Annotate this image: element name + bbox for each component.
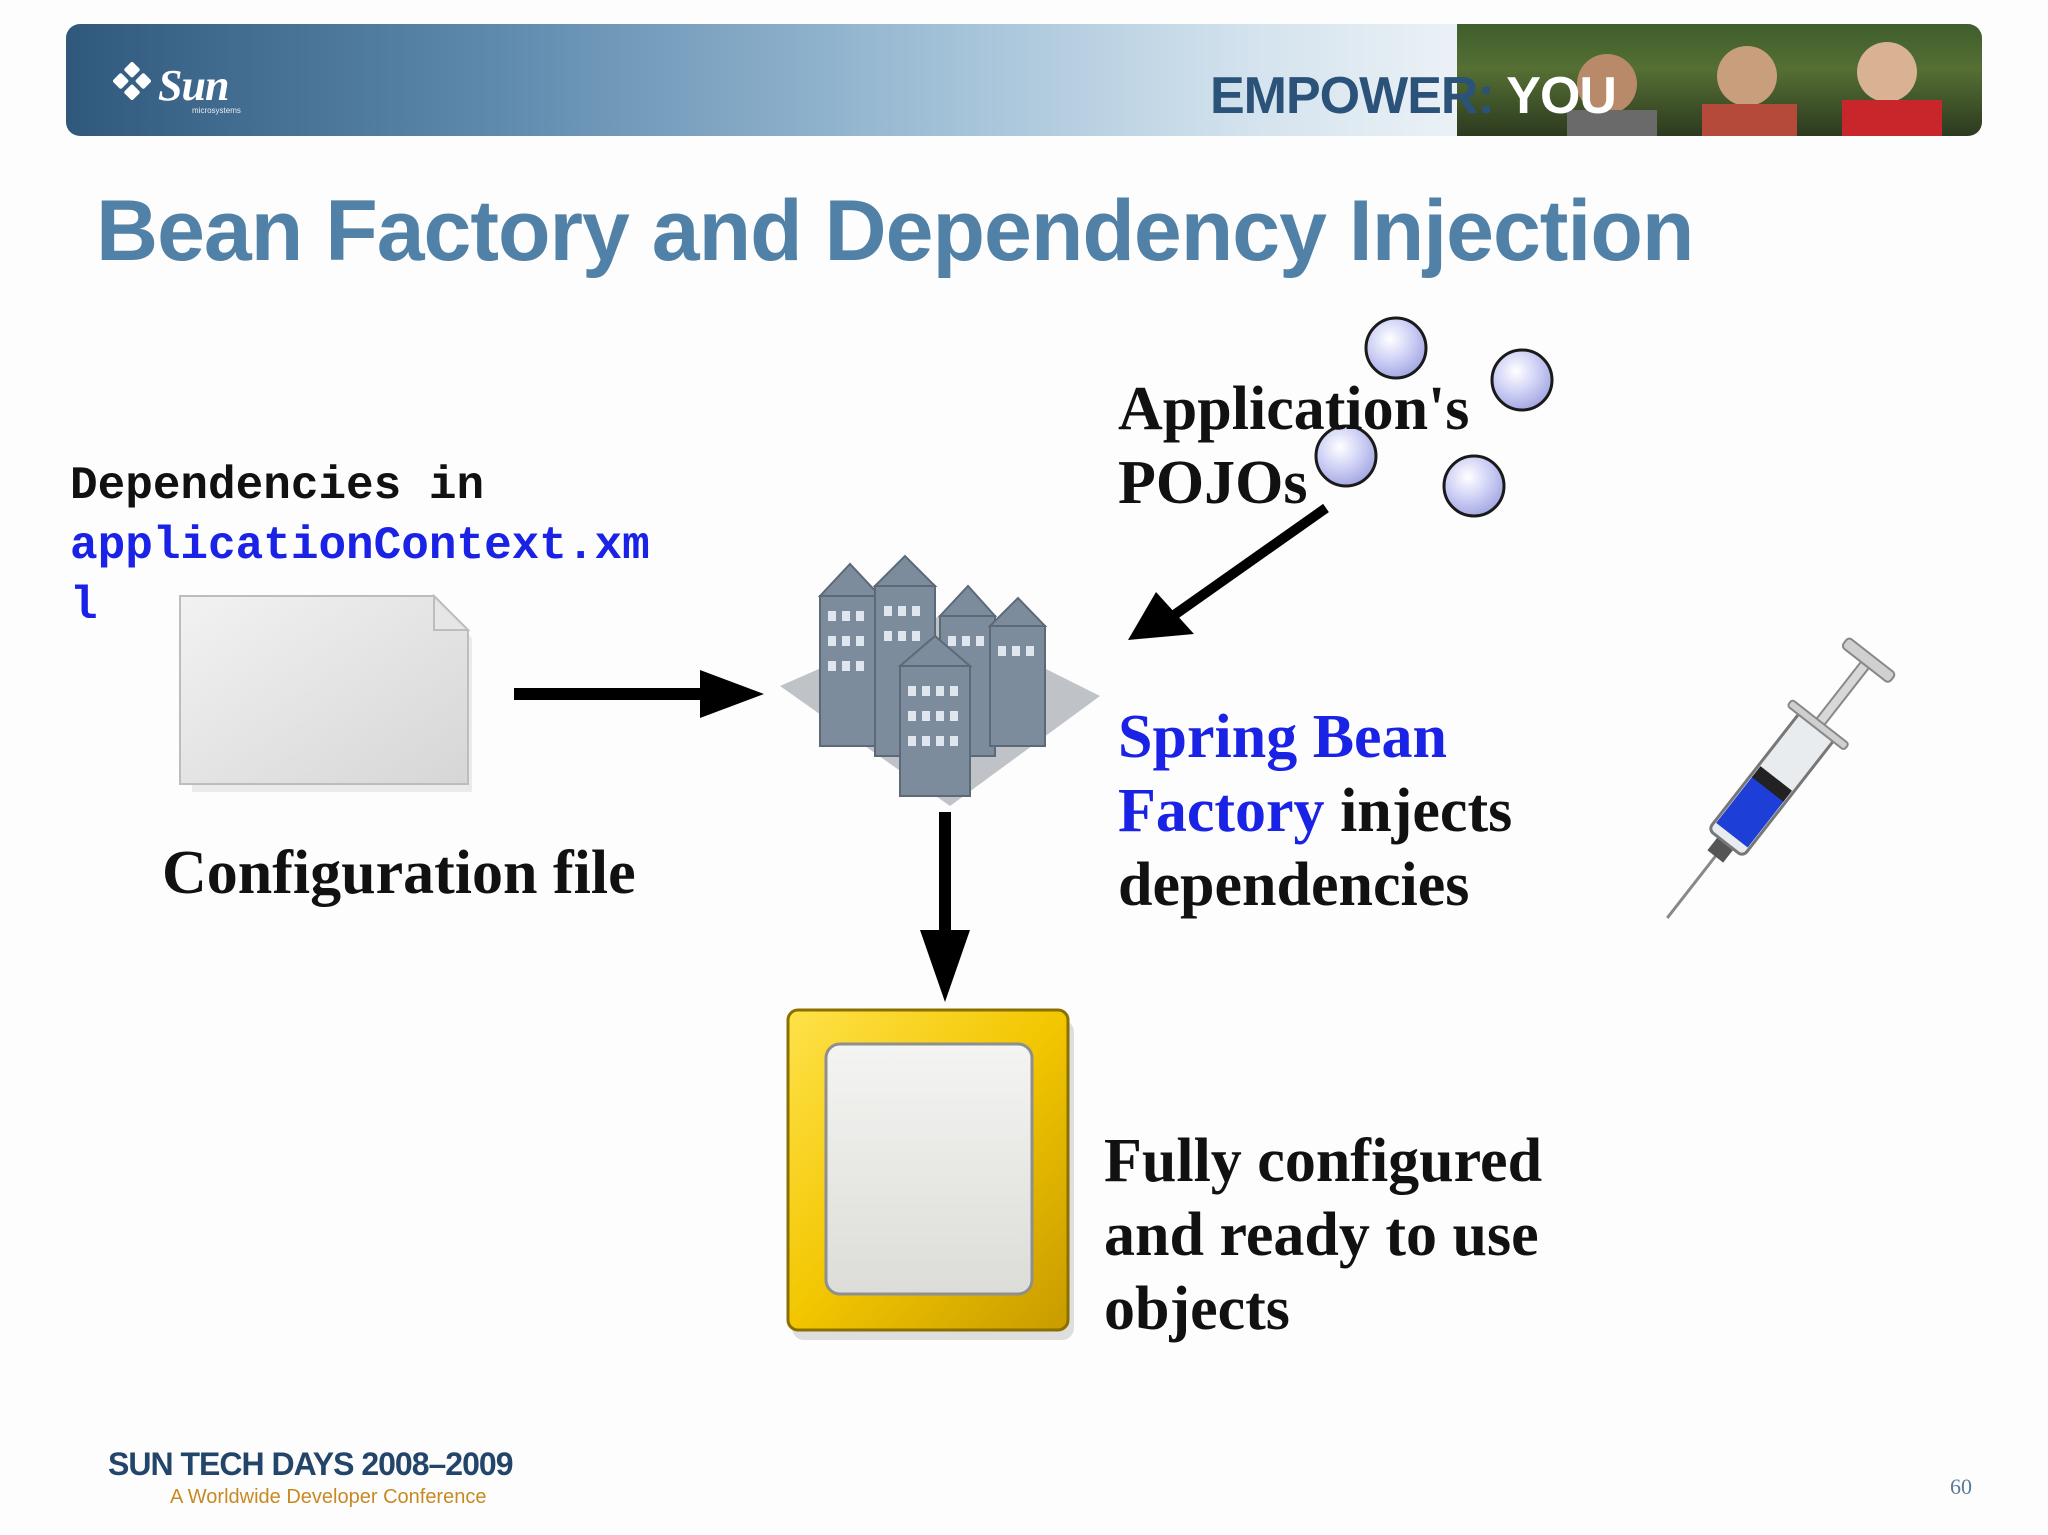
factory-label-line3: dependencies bbox=[1118, 851, 1470, 919]
factory-label-line1: Spring Bean bbox=[1118, 703, 1448, 771]
syringe-icon bbox=[1666, 637, 1896, 919]
pojo-circles-icon bbox=[1314, 316, 1554, 518]
sun-logo-text: Sun bbox=[158, 61, 229, 110]
footer-event-subtitle: A Worldwide Developer Conference bbox=[170, 1486, 487, 1508]
sun-logo-subtext: microsystems bbox=[192, 106, 241, 115]
pojos-label-line1: Application's bbox=[1118, 375, 1470, 443]
deps-label-line1: Dependencies in bbox=[70, 460, 485, 512]
header-banner: Sun microsystems EMPOWER: YOU bbox=[66, 24, 1982, 136]
deps-label-line2: applicationContext.xm bbox=[70, 520, 650, 572]
banner-tagline: EMPOWER: YOU bbox=[1210, 66, 1617, 126]
arrow-down-icon bbox=[920, 812, 970, 1002]
bean-factory-buildings-icon bbox=[780, 554, 1100, 806]
result-label-line1: Fully configured bbox=[1104, 1127, 1543, 1195]
tagline-prefix: EMPOWER: bbox=[1210, 67, 1495, 125]
result-label-line3: objects bbox=[1104, 1275, 1290, 1343]
arrow-right-icon bbox=[514, 670, 764, 718]
arrow-diagonal-icon bbox=[1128, 503, 1329, 640]
pojos-label-line2: POJOs bbox=[1118, 449, 1308, 517]
configuration-file-icon bbox=[179, 593, 472, 792]
factory-label-line2: Factory injects bbox=[1118, 774, 1512, 848]
factory-label-rest: injects bbox=[1324, 777, 1513, 845]
sun-logo-icon bbox=[113, 62, 151, 100]
tagline-suffix: YOU bbox=[1506, 67, 1617, 125]
footer-event-title: SUN TECH DAYS 2008–2009 bbox=[108, 1446, 513, 1482]
configured-object-icon bbox=[786, 1008, 1074, 1340]
factory-label-blue: Factory bbox=[1118, 777, 1325, 845]
deps-label-line3: l bbox=[70, 580, 98, 632]
page-number: 60 bbox=[1950, 1474, 1972, 1499]
people-photo-icon bbox=[1567, 42, 1942, 136]
slide-title: Bean Factory and Dependency Injection bbox=[96, 183, 1694, 279]
config-file-label: Configuration file bbox=[162, 839, 636, 907]
result-label-line2: and ready to use bbox=[1104, 1201, 1539, 1269]
banner-photo bbox=[1457, 24, 1982, 136]
